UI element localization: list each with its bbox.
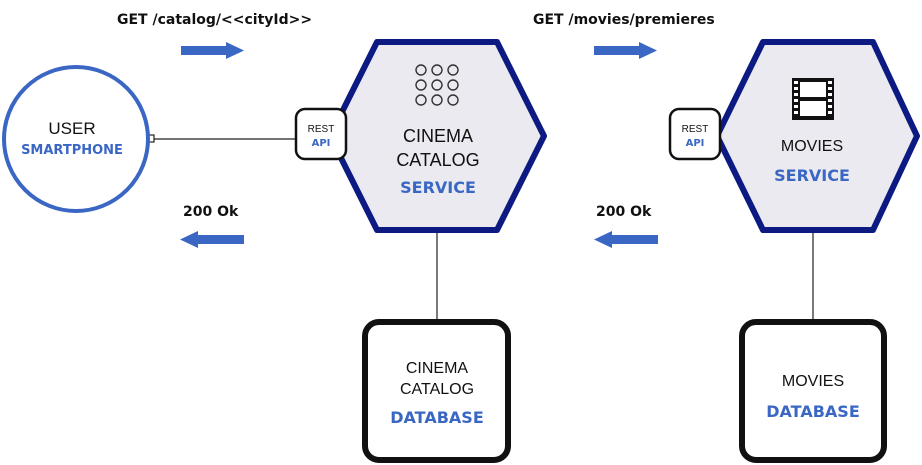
rest-api-badge: REST API	[668, 107, 722, 161]
right-arrow-icon	[181, 42, 244, 59]
rest-api-badge-bottom: API	[686, 138, 705, 149]
movies-database: MOVIES DATABASE	[739, 319, 887, 463]
cinema-catalog-database: CINEMA CATALOG DATABASE	[362, 319, 511, 463]
database-kind-label: DATABASE	[390, 408, 484, 427]
rest-api-badge: REST API	[294, 107, 348, 161]
rest-api-badge-bottom: API	[312, 138, 331, 149]
rest-api-badge-top: REST	[682, 124, 709, 135]
database-name-line1: CINEMA	[406, 360, 469, 377]
film-strip-icon	[792, 78, 834, 120]
service-name-line2: CATALOG	[396, 150, 479, 170]
cinema-catalog-service: CINEMA CATALOG SERVICE	[327, 39, 547, 233]
movies-response-label: 200 Ok	[596, 204, 652, 220]
service-kind-label: SERVICE	[774, 166, 850, 185]
database-name-line2: CATALOG	[400, 381, 474, 398]
database-kind-label: DATABASE	[766, 402, 860, 421]
catalog-response-label: 200 Ok	[183, 204, 239, 220]
rest-api-badge-top: REST	[308, 124, 335, 135]
grid-dots-icon	[415, 64, 459, 106]
user-subtitle: SMARTPHONE	[21, 143, 123, 158]
database-name-line1: MOVIES	[782, 373, 844, 390]
user-node: USER SMARTPHONE	[2, 65, 150, 213]
left-arrow-icon	[180, 231, 244, 248]
service-name-line1: MOVIES	[781, 138, 843, 155]
movies-service: MOVIES SERVICE	[714, 39, 920, 233]
catalog-request-label: GET /catalog/<<cityId>>	[117, 12, 312, 28]
service-kind-label: SERVICE	[400, 178, 476, 197]
service-name-line1: CINEMA	[403, 126, 473, 146]
left-arrow-icon	[594, 231, 658, 248]
user-title: USER	[48, 119, 95, 138]
right-arrow-icon	[594, 42, 657, 59]
movies-request-label: GET /movies/premieres	[533, 12, 715, 28]
